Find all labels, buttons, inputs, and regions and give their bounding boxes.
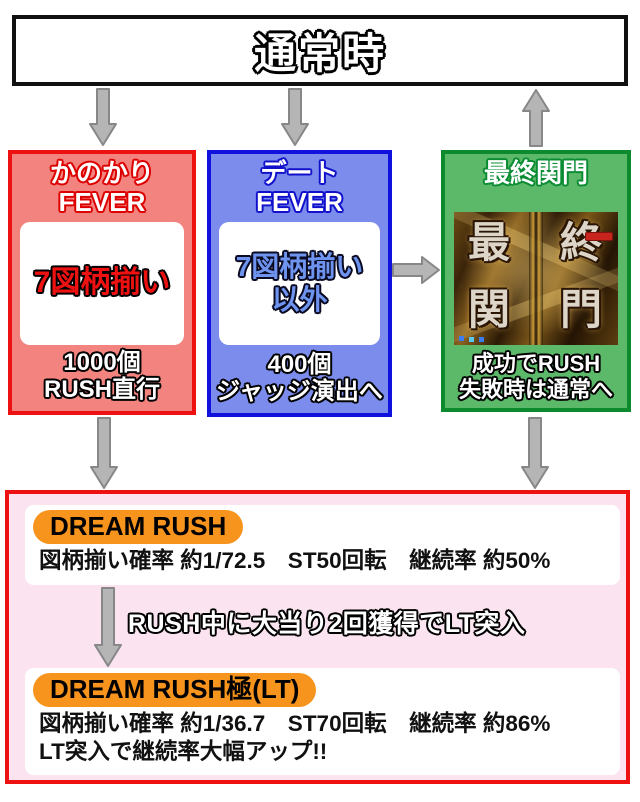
dream-rush-goku-card: DREAM RUSH極(LT) 図柄揃い確率 約1/36.7 ST70回転 継続…	[25, 668, 620, 775]
dream-rush-goku-badge: DREAM RUSH極(LT)	[33, 673, 317, 707]
down-arrow-normal-to-date-icon	[281, 88, 309, 146]
normal-state-label: 通常時	[253, 30, 386, 77]
date-fever-box: デート FEVER 7図柄揃い 以外 400個 ジャッジ演出へ	[207, 150, 392, 417]
date-fever-title: デート FEVER	[256, 158, 343, 218]
down-arrow-kanokari-to-rush-icon	[90, 417, 118, 489]
up-arrow-gate-to-normal-icon	[522, 89, 550, 147]
date-result: 400個 ジャッジ演出へ	[216, 350, 383, 406]
final-gate-box: 最終関門 最 終 関 門 成功でRUSH 失敗時は通常へ	[441, 150, 631, 412]
dream-rush-goku-stats: 図柄揃い確率 約1/36.7 ST70回転 継続率 約86%	[39, 710, 551, 736]
rush-info-panel: DREAM RUSH 図柄揃い確率 約1/72.5 ST50回転 継続率 約50…	[5, 490, 630, 784]
gate-kanji-3: 関	[468, 286, 511, 333]
kanokari-condition: 7図柄揃い	[33, 266, 171, 300]
normal-state-box: 通常時	[12, 15, 628, 86]
dream-rush-card: DREAM RUSH 図柄揃い確率 約1/72.5 ST50回転 継続率 約50…	[25, 505, 620, 585]
kanokari-fever-box: かのかり FEVER 7図柄揃い 1000個 RUSH直行	[8, 150, 196, 415]
kanokari-fever-title: かのかり FEVER	[49, 158, 154, 218]
date-condition-panel: 7図柄揃い 以外	[219, 222, 380, 345]
dream-rush-badge: DREAM RUSH	[33, 510, 244, 544]
gate-kanji-4: 門	[559, 286, 602, 333]
right-arrow-date-to-gate-icon	[392, 256, 440, 284]
final-gate-screenshot: 最 終 関 門	[454, 212, 618, 345]
dream-rush-goku-note: LT突入で継続率大幅アップ!!	[39, 739, 328, 765]
down-arrow-gate-to-rush-icon	[521, 417, 549, 489]
red-badge-icon	[585, 232, 613, 241]
kanokari-result: 1000個 RUSH直行	[43, 348, 160, 404]
gate-kanji-2: 終	[559, 219, 602, 266]
gate-kanji-1: 最	[468, 219, 511, 266]
final-gate-title: 最終関門	[483, 158, 588, 188]
door-seam-decoration	[529, 212, 543, 345]
down-arrow-normal-to-kanokari-icon	[89, 88, 117, 146]
dream-rush-stats: 図柄揃い確率 約1/72.5 ST50回転 継続率 約50%	[39, 547, 551, 573]
mini-hud-icons	[459, 336, 464, 341]
final-gate-result: 成功でRUSH 失敗時は通常へ	[458, 351, 613, 402]
date-condition: 7図柄揃い 以外	[235, 251, 364, 315]
down-arrow-rush-to-lt-icon	[94, 587, 122, 667]
lt-entry-condition: RUSH中に大当り2回獲得でLT突入	[128, 610, 526, 638]
kanokari-condition-panel: 7図柄揃い	[20, 222, 184, 345]
